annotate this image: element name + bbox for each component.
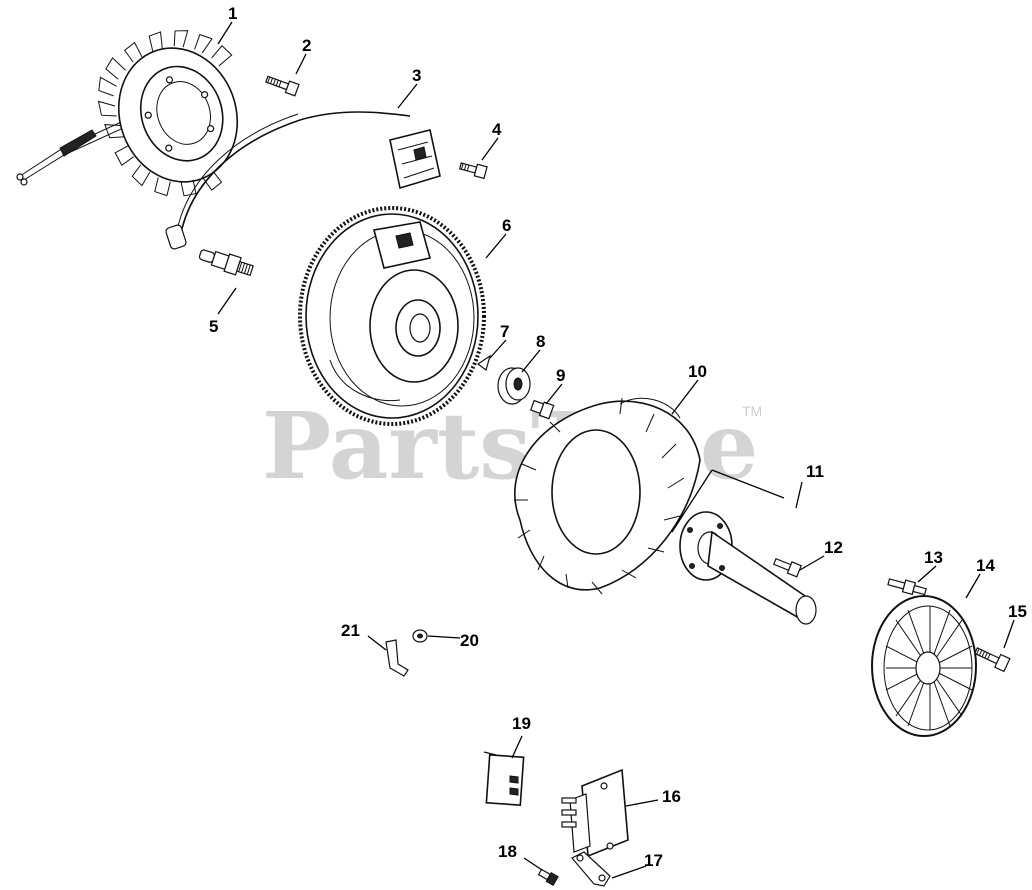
part-key[interactable] — [476, 354, 492, 372]
callout-10: 10 — [688, 362, 707, 381]
callout-13: 13 — [924, 548, 943, 567]
callout-18: 18 — [498, 842, 517, 861]
part-ignition-module[interactable] — [165, 111, 441, 250]
part-fan[interactable] — [514, 397, 701, 595]
callout-15: 15 — [1008, 602, 1027, 621]
part-bolt-2[interactable] — [265, 74, 300, 97]
callout-16: 16 — [662, 787, 681, 806]
part-screw-4[interactable] — [458, 160, 488, 180]
part-spark-plug[interactable] — [197, 245, 254, 279]
part-washer-20[interactable] — [412, 629, 428, 643]
callout-2: 2 — [302, 36, 311, 55]
callout-3: 3 — [412, 66, 421, 85]
part-bracket[interactable] — [571, 851, 611, 887]
part-stud[interactable] — [887, 576, 927, 597]
callout-6: 6 — [502, 216, 511, 235]
part-rectifier[interactable] — [483, 751, 525, 806]
callout-1: 1 — [228, 4, 237, 23]
callout-21: 21 — [341, 621, 360, 640]
callout-4: 4 — [492, 120, 502, 139]
part-rectifier-regulator[interactable] — [561, 768, 629, 858]
part-washer[interactable] — [497, 367, 531, 405]
callout-labels: 1 2 3 4 5 6 7 8 9 10 11 12 13 14 15 16 1… — [209, 4, 1027, 870]
callout-11: 11 — [806, 462, 824, 481]
callout-20: 20 — [460, 631, 479, 650]
watermark-tm: TM — [742, 403, 762, 419]
callout-14: 14 — [976, 556, 995, 575]
callout-19: 19 — [512, 714, 531, 733]
part-hub-shaft[interactable] — [679, 511, 817, 625]
part-screw-12[interactable] — [772, 556, 803, 578]
leader-lines — [217, 21, 1015, 879]
callout-17: 17 — [644, 851, 663, 870]
callout-8: 8 — [536, 332, 545, 351]
callout-5: 5 — [209, 317, 218, 336]
part-nut[interactable] — [530, 399, 555, 420]
callout-9: 9 — [556, 366, 565, 385]
part-stator[interactable] — [16, 12, 273, 217]
part-grass-screen[interactable] — [871, 595, 977, 737]
part-screw-18[interactable] — [537, 868, 559, 887]
part-clip[interactable] — [385, 639, 409, 677]
callout-12: 12 — [824, 538, 843, 557]
callout-7: 7 — [500, 322, 509, 341]
part-flywheel[interactable] — [298, 206, 486, 426]
part-bolt-15[interactable] — [973, 644, 1011, 673]
